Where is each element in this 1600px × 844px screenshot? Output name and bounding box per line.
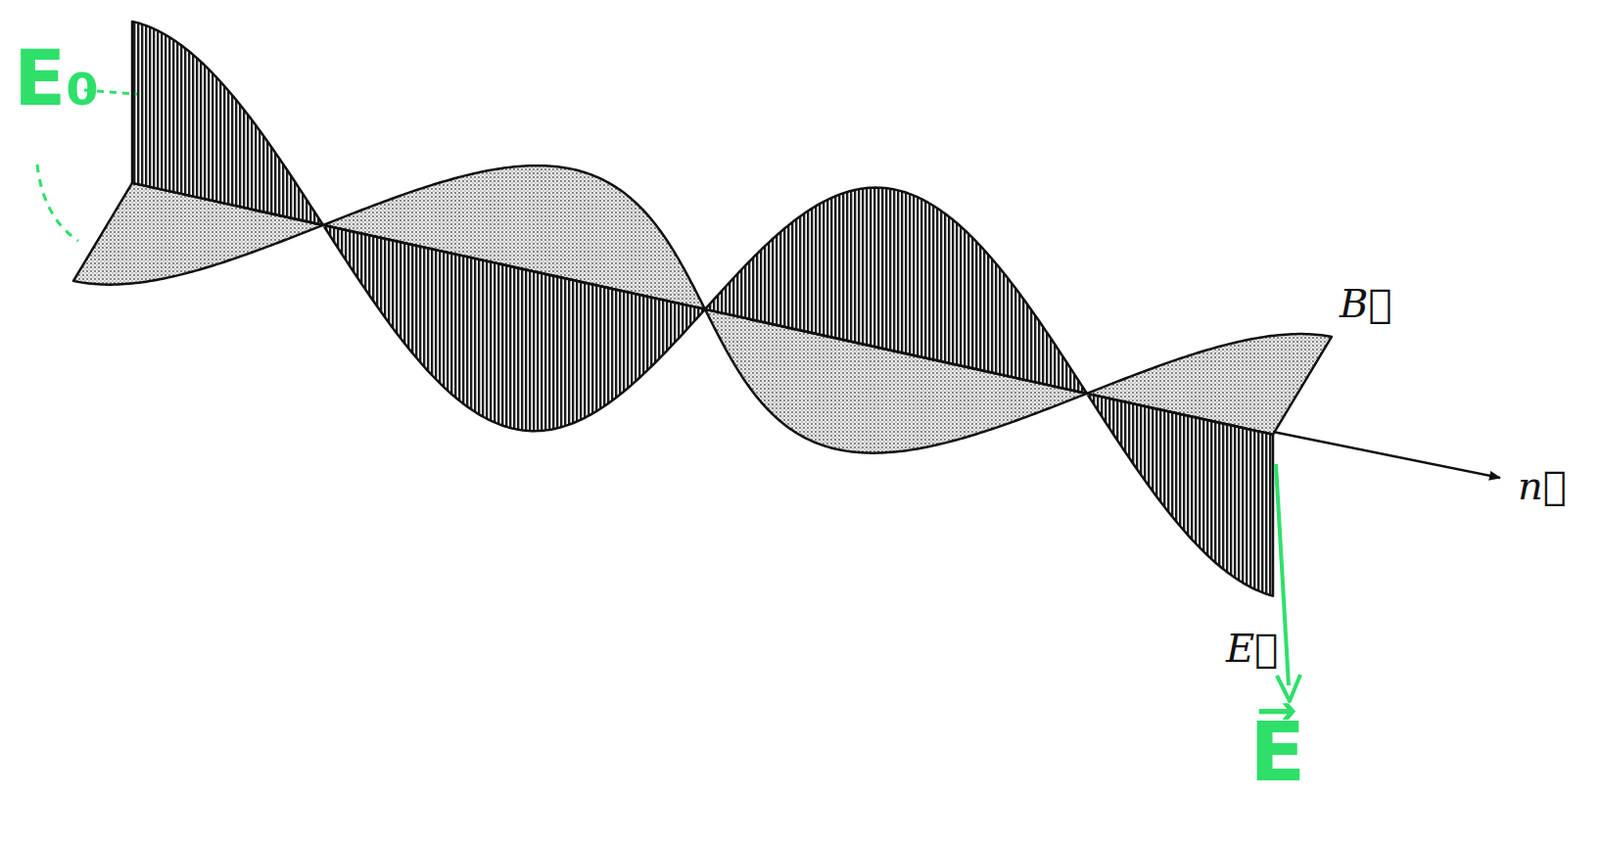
direction-label: n⃗ (1517, 464, 1567, 508)
e-field-sheet (132, 21, 1273, 597)
e-field-label: E⃗ (1225, 626, 1278, 670)
amplitude-label: E₀ (13, 37, 99, 122)
e-vector-label: E⃗ (1249, 706, 1306, 798)
propagation-axis-arrow (1272, 431, 1501, 478)
b-field-label: B⃗ (1339, 282, 1392, 326)
e-vector-arrowhead (1276, 674, 1301, 702)
electric-field-sheet (132, 21, 1273, 597)
wave-axis (132, 183, 1273, 435)
amplitude-arc (37, 164, 79, 241)
